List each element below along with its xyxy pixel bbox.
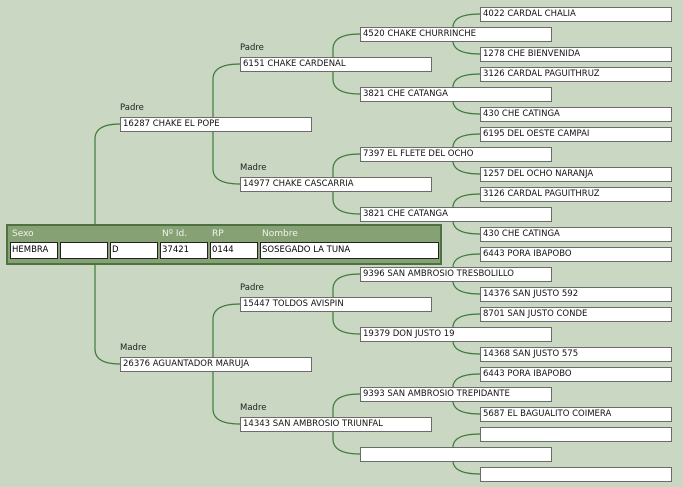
ancestor-box-gen4[interactable]: 5687 EL BAGUALITO COIMERA (480, 407, 672, 422)
ancestor-box-gen3[interactable]: 4520 CHAKE CHURRINCHE (360, 27, 552, 42)
father-label: Padre (240, 283, 264, 293)
ancestor-box-gen4[interactable]: 6443 PORA IBAPOBO (480, 247, 672, 262)
mother-label: Madre (240, 403, 267, 413)
ancestor-box-gen4[interactable] (480, 427, 672, 442)
name-label: Nombre (262, 229, 298, 239)
ancestor-box-gen3[interactable]: 3821 CHE CATANGA (360, 87, 552, 102)
rp-label: RP (212, 229, 224, 239)
ancestor-box-gen4[interactable]: 1257 DEL OCHO NARANJA (480, 167, 672, 182)
name-field[interactable]: SOSEGADO LA TUNA (260, 242, 439, 259)
subject-panel: Sexo Nº Id. RP Nombre HEMBRA D 37421 014… (6, 224, 442, 265)
ancestor-box-gen4[interactable]: 6195 DEL OESTE CAMPAI (480, 127, 672, 142)
ancestor-box-gen2[interactable]: 14343 SAN AMBROSIO TRIUNFAL (240, 417, 432, 432)
ancestor-box-gen4[interactable]: 3126 CARDAL PAGUITHRUZ (480, 67, 672, 82)
ancestor-box-gen4[interactable]: 430 CHE CATINGA (480, 227, 672, 242)
ancestor-box-gen3[interactable]: 19379 DON JUSTO 19 (360, 327, 552, 342)
mother-label: Madre (240, 163, 267, 173)
ancestor-box-gen4[interactable]: 430 CHE CATINGA (480, 107, 672, 122)
id-label: Nº Id. (162, 229, 188, 239)
ancestor-box-gen2[interactable]: 14977 CHAKE CASCARRIA (240, 177, 432, 192)
extra-field[interactable] (60, 242, 108, 259)
ancestor-box-gen4[interactable]: 3126 CARDAL PAGUITHRUZ (480, 187, 672, 202)
sex-label: Sexo (12, 229, 34, 239)
ancestor-box-gen3[interactable] (360, 447, 552, 462)
ancestor-box-gen4[interactable]: 4022 CARDAL CHALIA (480, 7, 672, 22)
ancestor-box-gen3[interactable]: 3821 CHE CATANGA (360, 207, 552, 222)
ancestor-box-gen4[interactable]: 1278 CHE BIENVENIDA (480, 47, 672, 62)
ancestor-box-gen4[interactable] (480, 467, 672, 482)
mother-label: Madre (120, 343, 147, 353)
ancestor-box-gen2[interactable]: 6151 CHAKE CARDENAL (240, 57, 432, 72)
ancestor-box-gen3[interactable]: 9393 SAN AMBROSIO TREPIDANTE (360, 387, 552, 402)
father-label: Padre (240, 43, 264, 53)
father-label: Padre (120, 103, 144, 113)
ancestor-box-gen2[interactable]: 15447 TOLDOS AVISPIN (240, 297, 432, 312)
ancestor-box-gen4[interactable]: 8701 SAN JUSTO CONDE (480, 307, 672, 322)
ancestor-box-gen3[interactable]: 9396 SAN AMBROSIO TRESBOLILLO (360, 267, 552, 282)
id-field[interactable]: 37421 (160, 242, 208, 259)
ancestor-box-gen1[interactable]: 26376 AGUANTADOR MARUJA (120, 357, 312, 372)
rp-field[interactable]: 0144 (210, 242, 258, 259)
code-field[interactable]: D (110, 242, 158, 259)
ancestor-box-gen4[interactable]: 14376 SAN JUSTO 592 (480, 287, 672, 302)
ancestor-box-gen4[interactable]: 6443 PORA IBAPOBO (480, 367, 672, 382)
ancestor-box-gen1[interactable]: 16287 CHAKE EL POPE (120, 117, 312, 132)
ancestor-box-gen3[interactable]: 7397 EL FLETE DEL OCHO (360, 147, 552, 162)
ancestor-box-gen4[interactable]: 14368 SAN JUSTO 575 (480, 347, 672, 362)
sex-field[interactable]: HEMBRA (10, 242, 58, 259)
